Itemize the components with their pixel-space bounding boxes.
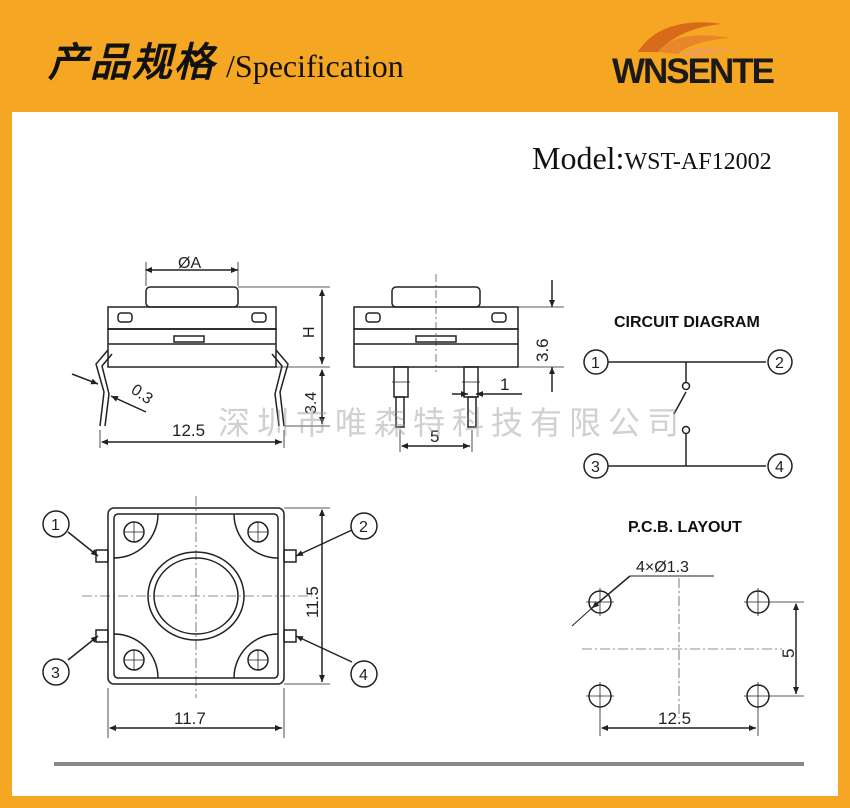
pcb-layout <box>571 575 804 736</box>
model-number: WST-AF12002 <box>624 149 772 175</box>
front-view <box>353 274 564 452</box>
footer-divider <box>54 762 804 766</box>
top-view <box>42 496 378 738</box>
header: 产品规格 /Specification WNSENTE <box>0 0 850 112</box>
dim-top-height: 11.5 <box>303 586 322 618</box>
model-label: Model:WST-AF12002 <box>532 140 772 177</box>
dim-pcb-pitch-x: 12.5 <box>658 709 691 728</box>
model-prefix: Model: <box>532 140 625 176</box>
top-pin-1: 1 <box>51 517 60 534</box>
circuit-diagram <box>583 349 793 479</box>
dim-height-h: H <box>301 326 318 338</box>
technical-drawings: ØA H 3.4 12.5 0.3 <box>42 255 804 738</box>
circuit-pin-2: 2 <box>775 355 784 372</box>
side-view <box>71 262 330 448</box>
dim-pin-pitch: 5 <box>430 427 439 446</box>
title-chinese: 产品规格 <box>48 39 216 86</box>
dim-lead-thickness: 0.3 <box>128 381 156 408</box>
top-pin-3: 3 <box>51 665 60 682</box>
dim-top-width: 11.7 <box>174 709 206 728</box>
dim-pcb-pitch-y: 5 <box>779 649 798 658</box>
brand-flame-icon <box>638 22 740 58</box>
dim-front-height: 3.6 <box>533 338 552 362</box>
circuit-pin-3: 3 <box>591 459 600 476</box>
dim-pin-width: 1 <box>500 375 509 394</box>
pcb-hole-spec: 4×Ø1.3 <box>636 559 689 576</box>
dim-width-side: 12.5 <box>172 421 205 440</box>
circuit-pin-1: 1 <box>591 355 600 372</box>
company-watermark: 深圳市唯森特科技有限公司 <box>218 404 687 442</box>
brand-logo: WNSENTE <box>612 52 775 91</box>
top-pin-2: 2 <box>359 519 368 536</box>
circuit-diagram-title: CIRCUIT DIAGRAM <box>614 314 760 331</box>
title-english: /Specification <box>226 48 404 84</box>
pcb-layout-title: P.C.B. LAYOUT <box>628 519 742 536</box>
dim-lead-length: 3.4 <box>303 392 320 414</box>
drawing-panel: Model:WST-AF12002 <box>12 112 838 796</box>
dim-dia-a: ØA <box>178 255 201 272</box>
top-pin-4: 4 <box>359 667 368 684</box>
circuit-pin-4: 4 <box>775 459 784 476</box>
